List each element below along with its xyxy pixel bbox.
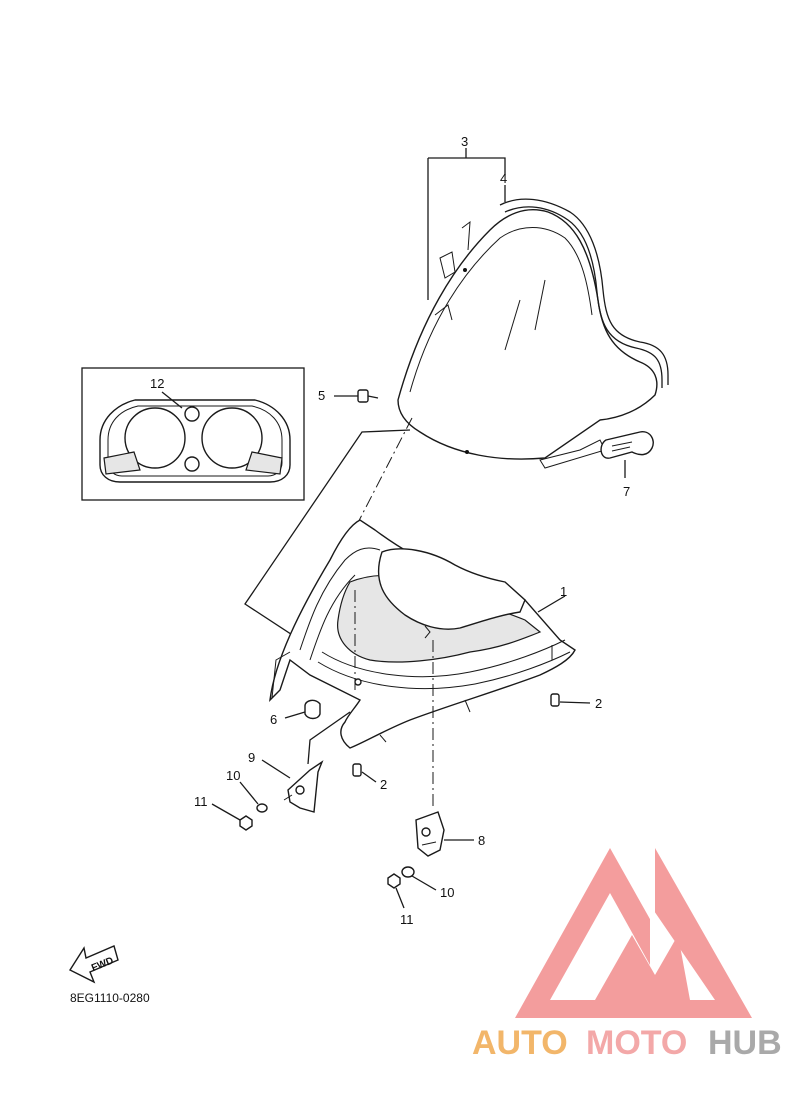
bracket-8 <box>415 811 474 857</box>
screw-2-right <box>550 693 591 707</box>
callout-2-center: 2 <box>380 777 387 792</box>
callout-4: 4 <box>500 171 507 186</box>
callout-3-bracket <box>427 148 506 300</box>
callout-2-right: 2 <box>595 696 602 711</box>
nut-11-left <box>211 803 253 831</box>
watermark-hub: HUB <box>708 1024 782 1062</box>
callout-3: 3 <box>461 134 468 149</box>
inset-gauge-panel <box>81 367 305 501</box>
windshield <box>397 198 669 469</box>
triangle-mountain-logo-icon <box>515 848 752 1018</box>
callout-8: 8 <box>478 833 485 848</box>
callout-7: 7 <box>623 484 630 499</box>
callout-10-left: 10 <box>226 768 240 783</box>
leader-windshield-to-cowl <box>244 429 411 641</box>
callout-11-right: 11 <box>400 912 414 927</box>
screw-2-center <box>352 763 377 783</box>
leader-1 <box>537 595 566 613</box>
washer-10-right <box>401 866 437 891</box>
callout-1: 1 <box>560 584 567 599</box>
fwd-arrow-icon <box>68 945 119 984</box>
watermark-moto: MOTO <box>586 1024 687 1062</box>
callout-5: 5 <box>318 388 325 403</box>
nut-11-right <box>387 873 405 909</box>
drawing-code: 8EG1110-0280 <box>70 991 150 1005</box>
grommet-7 <box>600 431 654 478</box>
callout-11-left: 11 <box>194 794 208 809</box>
callout-6: 6 <box>270 712 277 727</box>
washer-10-left <box>239 781 268 813</box>
callout-12: 12 <box>150 376 164 391</box>
watermark-auto: AUTO <box>472 1024 568 1062</box>
front-cowling <box>269 519 576 749</box>
callout-10-right: 10 <box>440 885 454 900</box>
callout-9: 9 <box>248 750 255 765</box>
grommet-6 <box>284 699 321 720</box>
screw-5 <box>334 389 379 403</box>
bracket-9 <box>261 711 351 813</box>
